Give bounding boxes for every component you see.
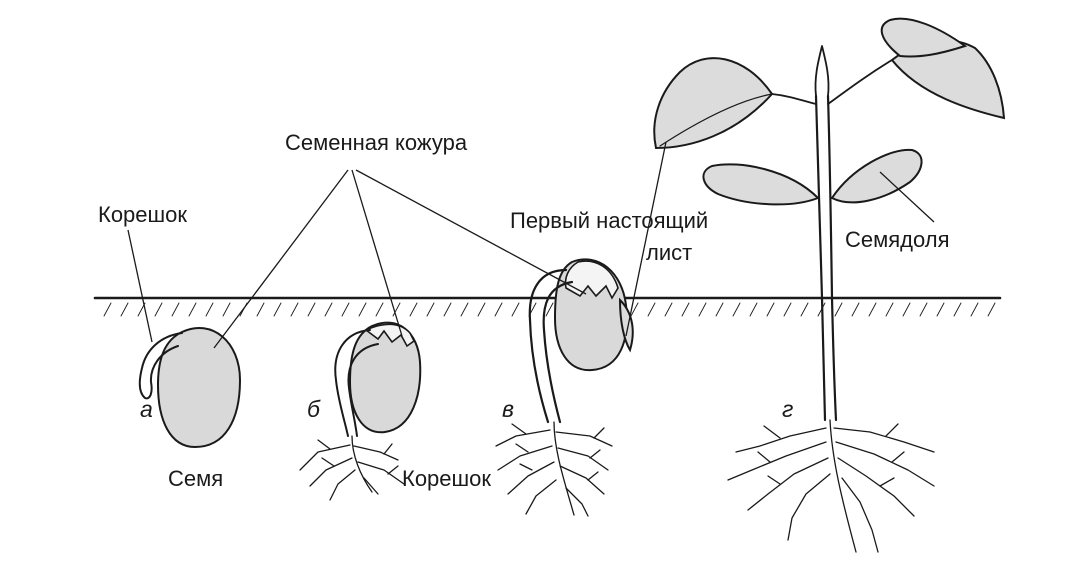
seed-b-rootlets <box>299 435 405 501</box>
leader-first-leaf <box>625 141 667 337</box>
soil-hatch-stroke <box>511 302 520 317</box>
soil-hatch-stroke <box>103 302 112 317</box>
soil-hatch-stroke <box>545 302 554 317</box>
soil-hatch-stroke <box>783 302 792 317</box>
soil-hatch-stroke <box>987 302 996 317</box>
soil-hatch-stroke <box>256 302 265 317</box>
seed-c-rootlets <box>495 421 613 517</box>
soil-hatch-stroke <box>375 302 384 317</box>
seed-c-leaf-tip <box>618 297 634 353</box>
seed-b-torn-coat <box>364 323 416 348</box>
seed-c-torn-coat <box>564 260 619 300</box>
soil-hatch-stroke <box>460 302 469 317</box>
stage-letter-d: г <box>782 396 793 422</box>
seed-c-stem-inner <box>542 280 574 424</box>
left-leaf-stalk <box>771 93 817 105</box>
leader-seed-coat-a <box>213 169 349 349</box>
soil-hatch-stroke <box>443 302 452 317</box>
label-seed: Семя <box>168 466 223 491</box>
soil-hatch-stroke <box>647 302 656 317</box>
soil-hatch-stroke <box>290 302 299 317</box>
soil-hatch-stroke <box>409 302 418 317</box>
seed-b-stem-inner <box>347 343 379 437</box>
leader-lines <box>127 141 935 349</box>
stage-b-seed <box>299 321 422 501</box>
bud <box>814 45 830 97</box>
soil-hatch-stroke <box>341 302 350 317</box>
leader-cotyledon <box>879 171 935 223</box>
soil-hatch-stroke <box>188 302 197 317</box>
label-seed-coat: Семенная кожура <box>285 130 468 155</box>
leader-seed-coat-c <box>355 169 587 295</box>
cotyledon-left <box>702 163 820 206</box>
label-root-bottom: Корешок <box>402 466 491 491</box>
leader-root-top <box>127 229 153 343</box>
soil-hatch-stroke <box>494 302 503 317</box>
soil-hatch-stroke <box>800 302 809 317</box>
seed-a-root <box>138 332 183 400</box>
seed-a-body <box>156 326 242 449</box>
label-first-leaf-line1: Первый настоящий <box>510 208 708 233</box>
true-leaf-right-upper <box>880 17 968 58</box>
first-true-leaf-left-vein <box>659 93 773 147</box>
soil-hatch-stroke <box>919 302 928 317</box>
soil-hatch-stroke <box>936 302 945 317</box>
soil-hatch-stroke <box>749 302 758 317</box>
soil-hatch-stroke <box>885 302 894 317</box>
soil-hatch-stroke <box>222 302 231 317</box>
soil-hatch-stroke <box>426 302 435 317</box>
soil-hatch-stroke <box>171 302 180 317</box>
soil-hatch-stroke <box>698 302 707 317</box>
leader-seed-coat-b <box>351 169 403 337</box>
label-first-leaf-line2: лист <box>646 240 692 265</box>
soil-hatch-stroke <box>766 302 775 317</box>
soil-hatch-stroke <box>358 302 367 317</box>
soil-hatch-stroke <box>392 302 401 317</box>
seed-b-stem <box>334 329 371 437</box>
soil-hatch-stroke <box>154 302 163 317</box>
soil-hatch-stroke <box>273 302 282 317</box>
soil-hatch-stroke <box>953 302 962 317</box>
stage-letter-a: а <box>140 396 153 422</box>
plant-roots <box>727 419 935 553</box>
plant-stem <box>814 94 827 422</box>
stage-letter-c: в <box>502 396 514 422</box>
soil-hatch-stroke <box>664 302 673 317</box>
soil-hatching <box>103 302 996 317</box>
soil-hatch-stroke <box>851 302 860 317</box>
soil-hatch-stroke <box>902 302 911 317</box>
soil-hatch-stroke <box>120 302 129 317</box>
soil-hatch-stroke <box>681 302 690 317</box>
soil-hatch-stroke <box>205 302 214 317</box>
soil-hatch-stroke <box>970 302 979 317</box>
soil-hatch-stroke <box>834 302 843 317</box>
right-leaf-stalk <box>827 59 893 105</box>
soil-hatch-stroke <box>630 302 639 317</box>
plant-stem-inner <box>826 94 838 422</box>
stage-d-plant <box>653 17 1006 553</box>
cotyledon-right <box>830 148 923 204</box>
soil-hatch-stroke <box>732 302 741 317</box>
soil-hatch-stroke <box>324 302 333 317</box>
soil-hatch-stroke <box>307 302 316 317</box>
label-cotyledon: Семядоля <box>845 227 950 252</box>
stage-letter-b: б <box>307 396 321 422</box>
seed-c-stem <box>528 268 568 424</box>
stage-a-seed <box>138 326 242 449</box>
first-true-leaf-left <box>653 57 774 150</box>
soil-hatch-stroke <box>868 302 877 317</box>
soil-hatch-stroke <box>477 302 486 317</box>
soil-hatch-stroke <box>715 302 724 317</box>
label-root-top: Корешок <box>98 202 187 227</box>
